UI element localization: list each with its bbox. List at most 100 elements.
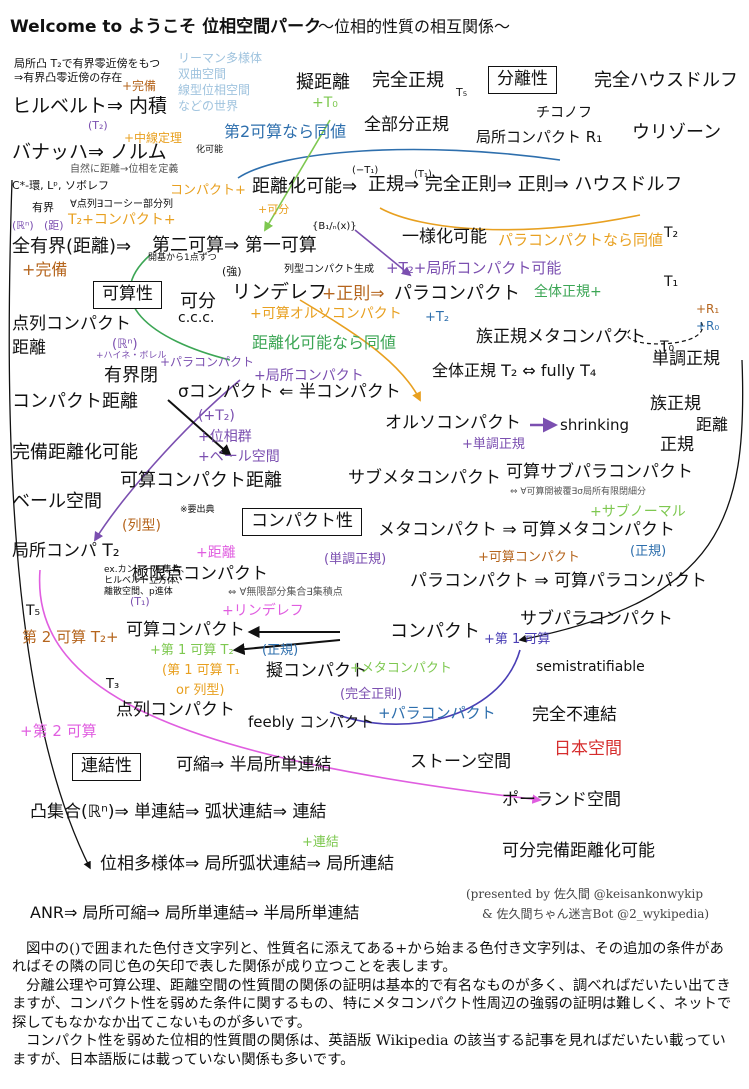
- arrow-pink-curve: [38, 569, 542, 804]
- property-label: c.c.c.: [178, 310, 215, 326]
- property-label: +第 1 可算 T₂: [150, 643, 234, 658]
- arrow-black-curve-right: [518, 359, 744, 643]
- arrow-dashed-circle: [627, 319, 703, 345]
- property-label: +T₀: [312, 95, 338, 111]
- property-label: 極限点コンパクト: [132, 564, 268, 584]
- property-label: 可算サブパラコンパクト: [506, 462, 693, 482]
- property-label: 可分完備距離化可能: [502, 841, 655, 861]
- page-title: Welcome to ようこそ 位相空間パーク: [10, 17, 322, 37]
- property-label: (ℝⁿ): [12, 219, 34, 232]
- property-label: +第 1 可算: [484, 632, 551, 647]
- property-label: コンパクト: [390, 621, 480, 642]
- footer-paragraph: 分離公理や可算公理、距離空間の性質間の関係の証明は基本的で有名なものが多く、調べ…: [12, 977, 732, 1031]
- property-label: 可分: [180, 291, 216, 312]
- property-label: 列型コンパクト生成: [284, 264, 374, 275]
- property-label: (ℝⁿ): [112, 337, 138, 352]
- page-subtitle: 〜位相的性質の相互関係〜: [318, 17, 511, 36]
- property-label: 化可能: [196, 145, 224, 155]
- arrow-green-curve: [129, 254, 231, 361]
- property-label: オルソコンパクト: [385, 413, 521, 433]
- property-label: (距): [44, 219, 64, 232]
- property-label: ⇔ ∀可算開被覆∃σ局所有限閉細分: [510, 487, 646, 497]
- arrow-orange-ortho: [299, 299, 421, 402]
- property-label: ex.カントール集合、: [104, 565, 190, 575]
- property-label: +サブノーマル: [590, 504, 686, 520]
- arrow-purple-curve: [93, 379, 241, 542]
- property-label: チコノフ: [536, 105, 592, 121]
- property-label: サブメタコンパクト: [348, 468, 501, 488]
- property-label: T₂: [664, 225, 679, 241]
- arrow-blue-curve: [237, 148, 561, 179]
- property-label: 局所コンパクト R₁: [476, 128, 603, 146]
- arrow-navy-curve: [329, 649, 521, 725]
- arrow-purple-paracompact: [354, 229, 412, 277]
- property-label: C*-環, Lᵖ, ソボレフ: [12, 179, 109, 192]
- property-label: +単調正規: [462, 437, 525, 452]
- footer-notes: 図中の()で囲まれた色付き文字列と、性質名に添えてある+から始まる色付き文字列は…: [12, 940, 737, 1069]
- property-label: (列型): [122, 518, 161, 534]
- property-label: ∀点列∃コーシー部分列: [70, 199, 173, 210]
- property-label: +ベール空間: [198, 449, 280, 465]
- property-label: 全有界(距離)⇒: [12, 236, 132, 257]
- property-label: feebly コンパクト: [248, 713, 375, 731]
- property-label: (正規): [630, 544, 667, 559]
- property-label: リーマン多様体: [178, 51, 263, 65]
- property-label: +パラコンパクト: [378, 704, 496, 722]
- relation-arrows-layer: [8, 119, 744, 870]
- property-label: T₂+コンパクト+: [68, 212, 176, 228]
- property-label: コンパクト距離: [12, 391, 138, 412]
- property-label: パラコンパクト ⇒ 可算パラコンパクト: [410, 571, 708, 591]
- footer-paragraph: 図中の()で囲まれた色付き文字列と、性質名に添えてある+から始まる色付き文字列は…: [12, 941, 724, 976]
- property-label: +メタコンパクト: [350, 661, 452, 676]
- property-label: 点列コンパクト: [116, 700, 235, 720]
- property-label: +位相群: [198, 429, 252, 445]
- property-label: (T₂): [88, 119, 108, 132]
- property-label: 擬コンパクト: [266, 661, 368, 681]
- property-label: +可分: [258, 203, 290, 216]
- property-label: +パラコンパクト: [160, 355, 255, 369]
- property-label: コンパクト+: [170, 183, 246, 198]
- property-label: 距離化可能⇒: [252, 176, 358, 197]
- property-label: 可縮⇒ 半局所単連結: [176, 755, 332, 775]
- property-label: 正規: [660, 435, 694, 455]
- property-label: ヒルベルト⇒ 内積: [12, 95, 167, 117]
- property-label: +完備: [22, 260, 68, 279]
- property-label: 凸集合(ℝⁿ)⇒ 単連結⇒ 弧状連結⇒ 連結: [30, 802, 327, 822]
- arrow-black-diag: [167, 399, 232, 457]
- property-label: (正規): [262, 643, 299, 658]
- credit-line-2: & 佐久間ちゃん迷言Bot @2_wykipedia): [482, 907, 710, 921]
- property-label: semistratifiable: [536, 659, 645, 675]
- property-label: shrinking: [560, 416, 630, 434]
- property-label: (完全正則): [340, 687, 403, 702]
- property-label: 完全不連結: [532, 705, 617, 725]
- property-label: 日本空間: [554, 739, 622, 759]
- property-label: 局所凸 T₂で有界零近傍をもつ: [14, 57, 161, 70]
- property-label: ヒルベルト立方体、: [104, 576, 186, 586]
- property-label: バナッハ⇒ ノルム: [12, 141, 167, 163]
- property-label: ※要出典: [180, 505, 215, 515]
- footer-paragraph: コンパクト性を弱めた位相的性質間の関係は、英語版 Wikipedia の該当する…: [12, 1033, 726, 1068]
- property-label: σコンパクト ⇐ 半コンパクト: [178, 382, 401, 402]
- property-label: 全部分正規: [364, 115, 449, 135]
- property-label: 単調正規: [652, 349, 720, 369]
- property-label: T₅: [456, 86, 468, 99]
- property-label: ウリゾーン: [632, 122, 722, 143]
- property-label: +R₁: [696, 302, 720, 316]
- property-label: +可算コンパクト: [478, 550, 580, 565]
- credit-line-1: (presented by 佐久間 @keisankonwykip: [466, 887, 704, 901]
- property-label: 第二可算⇒ 第一可算: [152, 235, 317, 256]
- property-label: 離散空間、p進体: [104, 587, 173, 597]
- property-label: ⇒有界凸零近傍の存在: [14, 71, 123, 84]
- property-label: 自然に距離→位相を定義: [70, 164, 179, 175]
- property-label: +局所コンパクト: [254, 368, 364, 384]
- property-label: 全体正規 T₂ ⇔ fully T₄: [432, 361, 597, 380]
- property-label: 距離: [696, 415, 729, 434]
- property-label: 可算コンパクト: [126, 620, 245, 640]
- arrow-black-curve-left: [8, 179, 91, 870]
- property-label: 局所コンパ T₂: [12, 541, 120, 561]
- property-label: +ハイネ・ボレル: [96, 351, 167, 361]
- section-label-separation: 分離性: [488, 66, 557, 94]
- property-label: 第 2 可算 T₂+: [22, 628, 119, 646]
- property-label: (−T₁): [352, 165, 379, 176]
